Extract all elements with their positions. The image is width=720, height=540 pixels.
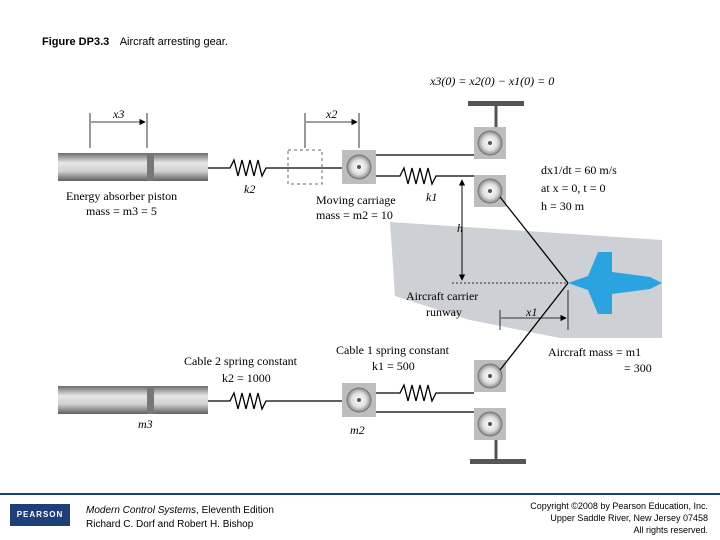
- k2-top-label: k2: [244, 182, 255, 196]
- velocity-label: dx1/dt = 60 m/s: [541, 163, 617, 177]
- cable-upper: [499, 196, 569, 284]
- spring-k2-top: [208, 158, 342, 178]
- ground-bar-top: [468, 101, 524, 106]
- energy-absorber-label-1: Energy absorber piston: [66, 189, 177, 203]
- moving-carriage-label-2: mass = m2 = 10: [316, 208, 393, 222]
- at-x0-label: at x = 0, t = 0: [541, 181, 606, 195]
- figure-caption: Aircraft arresting gear.: [119, 36, 228, 48]
- aircraft-mass-label-2: = 300: [624, 361, 652, 375]
- spring-k1-bottom: [376, 383, 474, 403]
- pulley-fixed-3: [474, 360, 506, 392]
- rights-line: All rights reserved.: [633, 525, 708, 535]
- h-label: h: [457, 221, 463, 235]
- address-line: Upper Saddle River, New Jersey 07458: [550, 513, 708, 523]
- dimension-x3: [89, 113, 148, 148]
- k1-top-label: k1: [426, 190, 437, 204]
- aircraft-mass-label-1: Aircraft mass = m1: [548, 345, 641, 359]
- pulley-fixed-2: [474, 175, 506, 207]
- cable1-label-2: k1 = 500: [372, 359, 415, 373]
- carrier-label-1: Aircraft carrier: [406, 289, 478, 303]
- figure-title: Figure DP3.3 Aircraft arresting gear.: [42, 36, 228, 48]
- spring-k2-bottom: [208, 391, 342, 411]
- pearson-logo: PEARSON: [10, 504, 70, 526]
- cable2-label-2: k2 = 1000: [222, 371, 271, 385]
- book-title: Modern Control Systems: [86, 505, 197, 516]
- energy-absorber-bottom: [58, 386, 208, 414]
- dimension-h: [452, 179, 568, 284]
- x3-label: x3: [112, 107, 124, 121]
- moving-carriage-top: [342, 150, 376, 184]
- aircraft-icon: [568, 252, 662, 314]
- copyright-line: Copyright ©2008 by Pearson Education, In…: [530, 501, 708, 511]
- x1-label: x1: [525, 305, 537, 319]
- dimension-x1: [499, 290, 569, 330]
- cable-lower: [499, 282, 569, 371]
- dimension-x2: [304, 113, 360, 148]
- book-edition: , Eleventh Edition: [196, 505, 274, 516]
- m3-label: m3: [138, 417, 153, 431]
- copyright-notice: Copyright ©2008 by Pearson Education, In…: [530, 500, 708, 536]
- energy-absorber-label-2: mass = m3 = 5: [86, 204, 157, 218]
- cable1-label-1: Cable 1 spring constant: [336, 343, 450, 357]
- spring-k1-top: [376, 166, 474, 186]
- figure-label: Figure DP3.3: [42, 36, 110, 48]
- carrier-runway: [390, 222, 662, 338]
- ground-bar-bottom: [470, 459, 526, 464]
- moving-carriage-label-1: Moving carriage: [316, 193, 396, 207]
- book-citation: Modern Control Systems, Eleventh Edition…: [86, 504, 274, 532]
- cable2-label-1: Cable 2 spring constant: [184, 354, 298, 368]
- m2-label: m2: [350, 423, 365, 437]
- initial-condition-label: x3(0) = x2(0) − x1(0) = 0: [429, 74, 554, 88]
- energy-absorber-top: [58, 153, 208, 181]
- book-authors: Richard C. Dorf and Robert H. Bishop: [86, 519, 254, 530]
- h-value-label: h = 30 m: [541, 199, 585, 213]
- pulley-fixed-4: [474, 408, 506, 440]
- footer-divider: [0, 493, 720, 495]
- x2-label: x2: [325, 107, 337, 121]
- pulley-fixed-1: [474, 127, 506, 159]
- carriage-initial-position: [287, 149, 323, 185]
- arresting-gear-diagram: x3(0) = x2(0) − x1(0) = 0 x3 x2 k2 k1 En…: [58, 74, 662, 464]
- moving-carriage-bottom: [342, 383, 376, 417]
- carrier-label-2: runway: [426, 305, 462, 319]
